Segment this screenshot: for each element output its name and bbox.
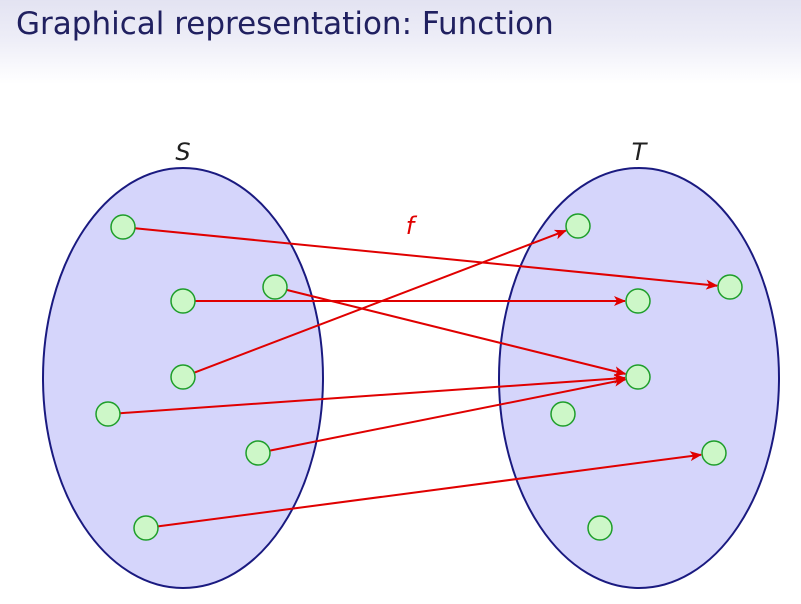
set-s-element-2 (170, 288, 196, 314)
set-t-element-6 (701, 440, 727, 466)
set-s-element-3 (262, 274, 288, 300)
set-s-element-6 (245, 440, 271, 466)
mapping-arrow-4 (193, 229, 567, 374)
mapping-arrow-3 (286, 288, 627, 377)
slide-title: Graphical representation: Function (16, 6, 554, 42)
mapping-arrow-5 (119, 373, 626, 415)
mapping-arrow-6 (269, 376, 627, 452)
set-t-element-3 (717, 274, 743, 300)
set-s-label: S (175, 138, 190, 166)
title-bar (0, 0, 801, 84)
set-t-element-2 (625, 288, 651, 314)
set-t-element-4 (625, 364, 651, 390)
set-s-element-7 (133, 515, 159, 541)
set-t-label: T (632, 138, 649, 166)
mapping-arrow-1 (134, 227, 719, 290)
set-t-element-7 (587, 515, 613, 541)
set-s-element-4 (170, 364, 196, 390)
nodes-layer (95, 213, 743, 541)
set-t-element-1 (565, 213, 591, 239)
set-s-element-5 (95, 401, 121, 427)
set-s-element-1 (110, 214, 136, 240)
set-t-element-5 (550, 401, 576, 427)
arrows-layer (119, 227, 719, 528)
function-label: f (406, 212, 418, 240)
mapping-arrow-7 (157, 451, 703, 528)
